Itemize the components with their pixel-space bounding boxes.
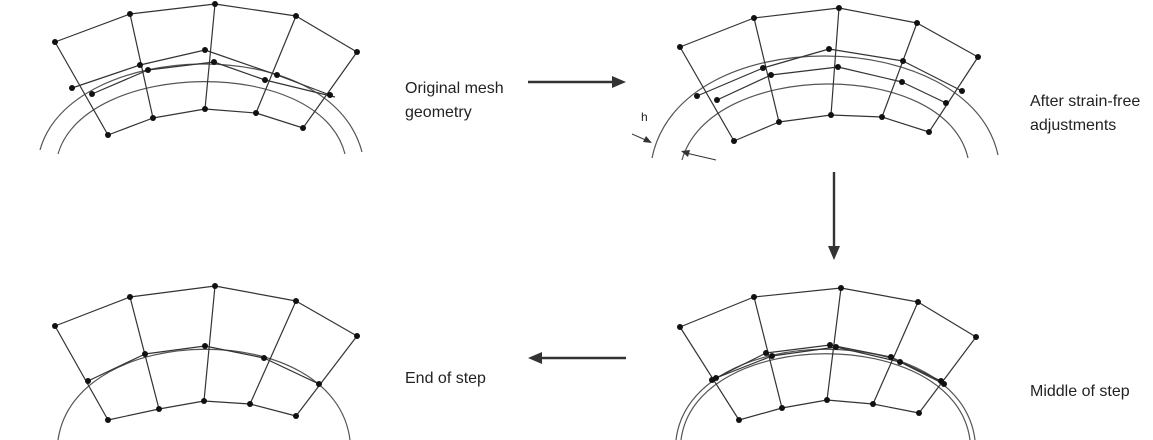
end-label: End of step (405, 370, 486, 387)
outer-surface-arc-a (675, 348, 976, 440)
middle-label: Middle of step (1030, 383, 1130, 400)
inner-surface-arc (57, 81, 346, 155)
after-label-line2: adjustments (1030, 117, 1116, 134)
original-label-line2: geometry (405, 104, 472, 121)
panel-end-of-step: End of step (52, 283, 486, 440)
mesh-grid (54, 285, 358, 421)
panel-middle-of-step: Middle of step (675, 285, 1130, 440)
mesh-grid (54, 3, 358, 136)
thickness-label: h (641, 110, 648, 124)
arrow-left (528, 352, 626, 364)
thickness-dimension: h (631, 110, 717, 161)
mesh-grid (679, 7, 979, 142)
mesh-nodes (677, 5, 981, 144)
mesh-nodes (677, 285, 979, 423)
inner-surface-arc (681, 83, 969, 161)
after-label-line1: After strain-free (1030, 93, 1140, 110)
arrow-down (828, 172, 840, 260)
arrow-right (528, 76, 626, 88)
original-label-line1: Original mesh (405, 80, 504, 97)
surface-arc (57, 348, 351, 440)
mesh-nodes (52, 283, 360, 423)
mesh-nodes (52, 1, 360, 138)
panel-original-mesh: Original mesh geometry (39, 1, 504, 155)
panel-after-adjustments: h After strain-free adjustments (631, 5, 1140, 161)
outer-surface-arc-b (680, 353, 971, 440)
outer-surface-arc (651, 55, 999, 159)
outer-surface-arc (39, 63, 363, 153)
